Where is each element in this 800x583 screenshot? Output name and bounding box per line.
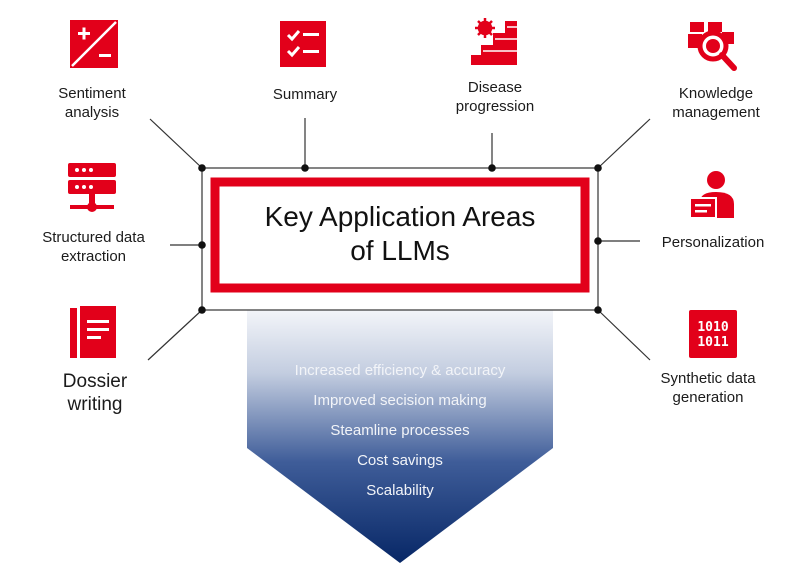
dot [488, 164, 496, 172]
binary-row-2: 1011 [697, 335, 728, 350]
plus-minus-icon [70, 20, 118, 68]
connector-synthetic [597, 309, 651, 361]
document-icon [70, 306, 116, 358]
benefits-list: Increased efficiency & accuracy Improved… [250, 356, 550, 506]
area-label-personalization: Personalization [661, 234, 765, 251]
connector-knowledge [597, 118, 651, 169]
benefit-item: Increased efficiency & accuracy [294, 362, 506, 379]
area-label-summary: Summary [272, 86, 338, 103]
dot [594, 237, 602, 245]
title-box [210, 177, 590, 293]
dot [594, 306, 602, 314]
dot [198, 306, 206, 314]
dot [301, 164, 309, 172]
connector-dots [198, 164, 602, 314]
virus-stairs-icon [471, 18, 517, 65]
benefit-item: Scalability [366, 482, 434, 499]
person-card-icon [690, 171, 734, 219]
connector-lines [147, 118, 651, 361]
benefit-item: Steamline processes [330, 422, 470, 439]
benefit-item: Improved secision making [313, 392, 487, 409]
benefit-item: Cost savings [357, 452, 443, 469]
title-line-2: of LLMs [350, 235, 450, 266]
diagram-title: Key Application Areas of LLMs [222, 186, 578, 282]
benefits-arrow [247, 310, 553, 563]
binary-icon: 1010 1011 [689, 310, 737, 358]
dot [198, 241, 206, 249]
connector-dossier [147, 309, 203, 361]
dot [594, 164, 602, 172]
dot [198, 164, 206, 172]
connector-sentiment [149, 118, 203, 169]
magnifier-icon [688, 22, 737, 71]
title-line-1: Key Application Areas [264, 201, 536, 232]
checklist-icon [280, 21, 326, 67]
binary-row-1: 1010 [697, 320, 728, 335]
server-icon [68, 163, 116, 212]
